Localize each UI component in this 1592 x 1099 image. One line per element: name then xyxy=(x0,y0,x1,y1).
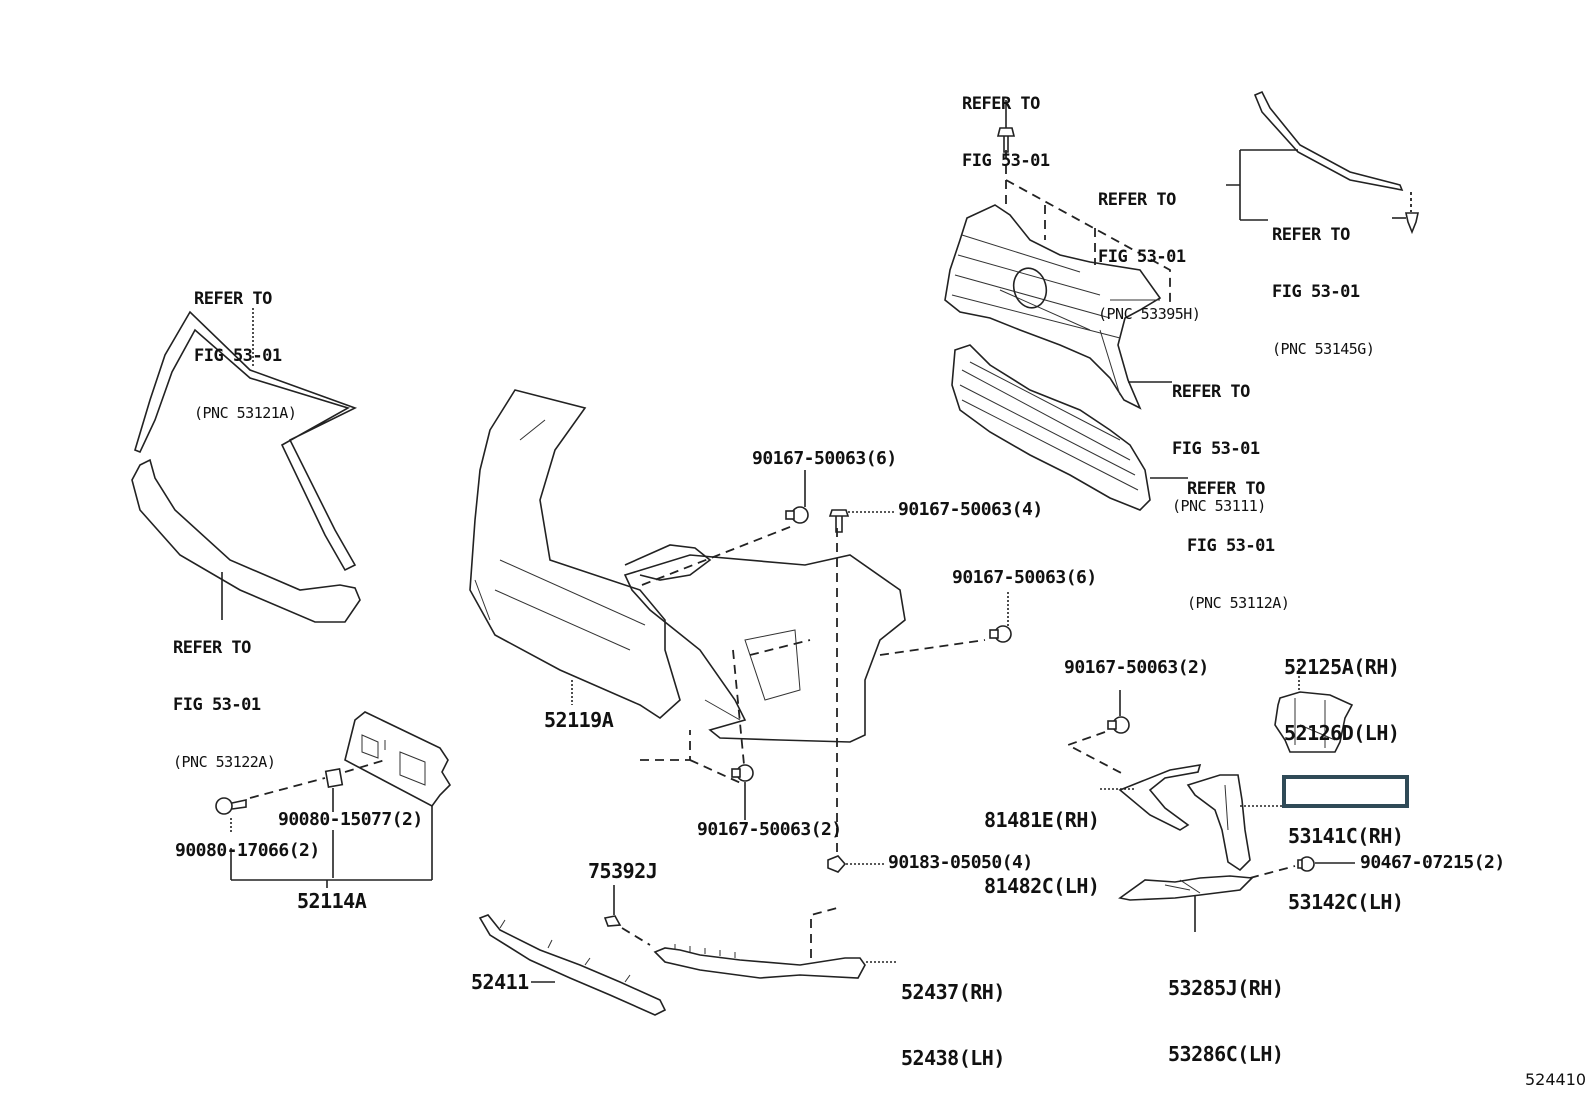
refer-line2: FIG 53-01 xyxy=(1172,439,1260,459)
nut-90183-icon xyxy=(827,855,847,873)
refer-line1: REFER TO xyxy=(962,94,1040,114)
bolt-90080-17066-icon xyxy=(215,797,247,815)
garnish-52437-part[interactable] xyxy=(653,944,866,979)
fog-cover-53141C-part[interactable] xyxy=(1186,774,1251,872)
upper-grille-part[interactable] xyxy=(944,204,1162,410)
part-lh: 52126D(LH) xyxy=(1284,721,1400,745)
refer-label-53122A[interactable]: REFER TO FIG 53-01 (PNC 53122A) xyxy=(173,601,276,791)
part-rh: 52437(RH) xyxy=(901,980,1005,1004)
refer-label-53145G[interactable]: REFER TO FIG 53-01 (PNC 53145G) xyxy=(1272,188,1375,378)
part-label-90167-50063-4[interactable]: 90167-50063(4) xyxy=(898,499,1043,520)
part-rh: 52125A(RH) xyxy=(1284,655,1400,679)
refer-line1: REFER TO xyxy=(1172,382,1250,402)
refer-line2: FIG 53-01 xyxy=(1098,247,1186,267)
refer-pnc: (PNC 53121A) xyxy=(194,404,297,422)
part-label-90080-15077[interactable]: 90080-15077(2) xyxy=(278,809,423,830)
refer-line2: FIG 53-01 xyxy=(1187,536,1275,556)
grille-molding-part[interactable] xyxy=(1253,90,1404,192)
clip-90467-icon xyxy=(1297,856,1315,872)
bolt-90167-2b-icon xyxy=(731,764,754,782)
refer-label-53112A[interactable]: REFER TO FIG 53-01 (PNC 53112A) xyxy=(1187,442,1290,632)
clip-75392J-icon xyxy=(603,915,622,927)
refer-line1: REFER TO xyxy=(194,289,272,309)
refer-line1: REFER TO xyxy=(1272,225,1350,245)
part-label-90167-50063-2b[interactable]: 90167-50063(2) xyxy=(697,819,842,840)
bolt-90167-6a-icon xyxy=(785,506,809,524)
part-label-52114A[interactable]: 52114A xyxy=(297,889,367,913)
part-label-90183-05050[interactable]: 90183-05050(4) xyxy=(888,852,1033,873)
part-label-81481E[interactable]: 81481E(RH) 81482C(LH) xyxy=(984,765,1100,919)
highlighted-part-box xyxy=(1282,775,1409,808)
part-lh: 53142C(LH) xyxy=(1288,890,1404,914)
part-label-52119A[interactable]: 52119A xyxy=(544,708,614,732)
part-lh: 53286C(LH) xyxy=(1168,1042,1284,1066)
grille-bolt-icon xyxy=(996,127,1016,153)
refer-pnc: (PNC 53111) xyxy=(1172,497,1266,515)
fog-housing-52125A-part[interactable] xyxy=(1274,691,1354,753)
figure-number: 524410 xyxy=(1525,1070,1587,1089)
clip-53145G-icon xyxy=(1405,212,1419,235)
refer-line1: REFER TO xyxy=(173,638,251,658)
bolt-90167-4-icon xyxy=(828,509,850,533)
bolt-90167-2a-icon xyxy=(1107,716,1130,734)
part-rh: 81481E(RH) xyxy=(984,808,1100,832)
part-label-90167-50063-6b[interactable]: 90167-50063(6) xyxy=(952,567,1097,588)
part-rh: 53141C(RH) xyxy=(1288,824,1404,848)
part-label-90080-17066[interactable]: 90080-17066(2) xyxy=(175,840,320,861)
refer-label-top-bolt[interactable]: REFER TO FIG 53-01 xyxy=(962,57,1050,190)
refer-line1: REFER TO xyxy=(1187,479,1265,499)
lower-grille-part[interactable] xyxy=(951,344,1151,511)
part-label-52125A[interactable]: 52125A(RH) 52126D(LH) xyxy=(1284,612,1400,766)
part-label-52437[interactable]: 52437(RH) 52438(LH) xyxy=(901,937,1005,1091)
part-label-90167-50063-2a[interactable]: 90167-50063(2) xyxy=(1064,657,1209,678)
refer-pnc: (PNC 53122A) xyxy=(173,753,276,771)
refer-label-53121A[interactable]: REFER TO FIG 53-01 (PNC 53121A) xyxy=(194,252,297,442)
upper-molding-53121A-part[interactable] xyxy=(134,310,358,572)
fog-garnish-53285J-part[interactable] xyxy=(1118,875,1254,901)
part-label-90467-07215[interactable]: 90467-07215(2) xyxy=(1360,852,1505,873)
license-bracket-52114A-part[interactable] xyxy=(344,711,452,808)
nut-90080-15077-icon xyxy=(324,767,344,789)
part-label-90167-50063-6a[interactable]: 90167-50063(6) xyxy=(752,448,897,469)
refer-line2: FIG 53-01 xyxy=(962,151,1050,171)
refer-label-53111[interactable]: REFER TO FIG 53-01 (PNC 53111) xyxy=(1172,345,1266,535)
part-label-52411[interactable]: 52411 xyxy=(471,970,529,994)
part-label-53285J[interactable]: 53285J(RH) 53286C(LH) xyxy=(1168,933,1284,1087)
part-label-75392J[interactable]: 75392J xyxy=(588,859,658,883)
part-lh: 81482C(LH) xyxy=(984,874,1100,898)
refer-pnc: (PNC 53395H) xyxy=(1098,305,1201,323)
bumper-cover-52119A-part[interactable] xyxy=(469,389,906,743)
refer-label-53395H[interactable]: REFER TO FIG 53-01 (PNC 53395H) xyxy=(1098,153,1201,343)
lower-molding-53122A-part[interactable] xyxy=(131,458,361,623)
part-rh: 53285J(RH) xyxy=(1168,976,1284,1000)
refer-pnc: (PNC 53145G) xyxy=(1272,340,1375,358)
refer-line2: FIG 53-01 xyxy=(173,695,261,715)
refer-line2: FIG 53-01 xyxy=(1272,282,1360,302)
refer-line2: FIG 53-01 xyxy=(194,346,282,366)
bolt-90167-6b-icon xyxy=(989,625,1012,643)
reinforcement-52411-part[interactable] xyxy=(478,914,667,1016)
part-label-53141C[interactable]: 53141C(RH) 53142C(LH) xyxy=(1288,781,1404,935)
refer-pnc: (PNC 53112A) xyxy=(1187,594,1290,612)
refer-line1: REFER TO xyxy=(1098,190,1176,210)
part-lh: 52438(LH) xyxy=(901,1046,1005,1070)
fog-bezel-81481E-part[interactable] xyxy=(1118,764,1202,831)
